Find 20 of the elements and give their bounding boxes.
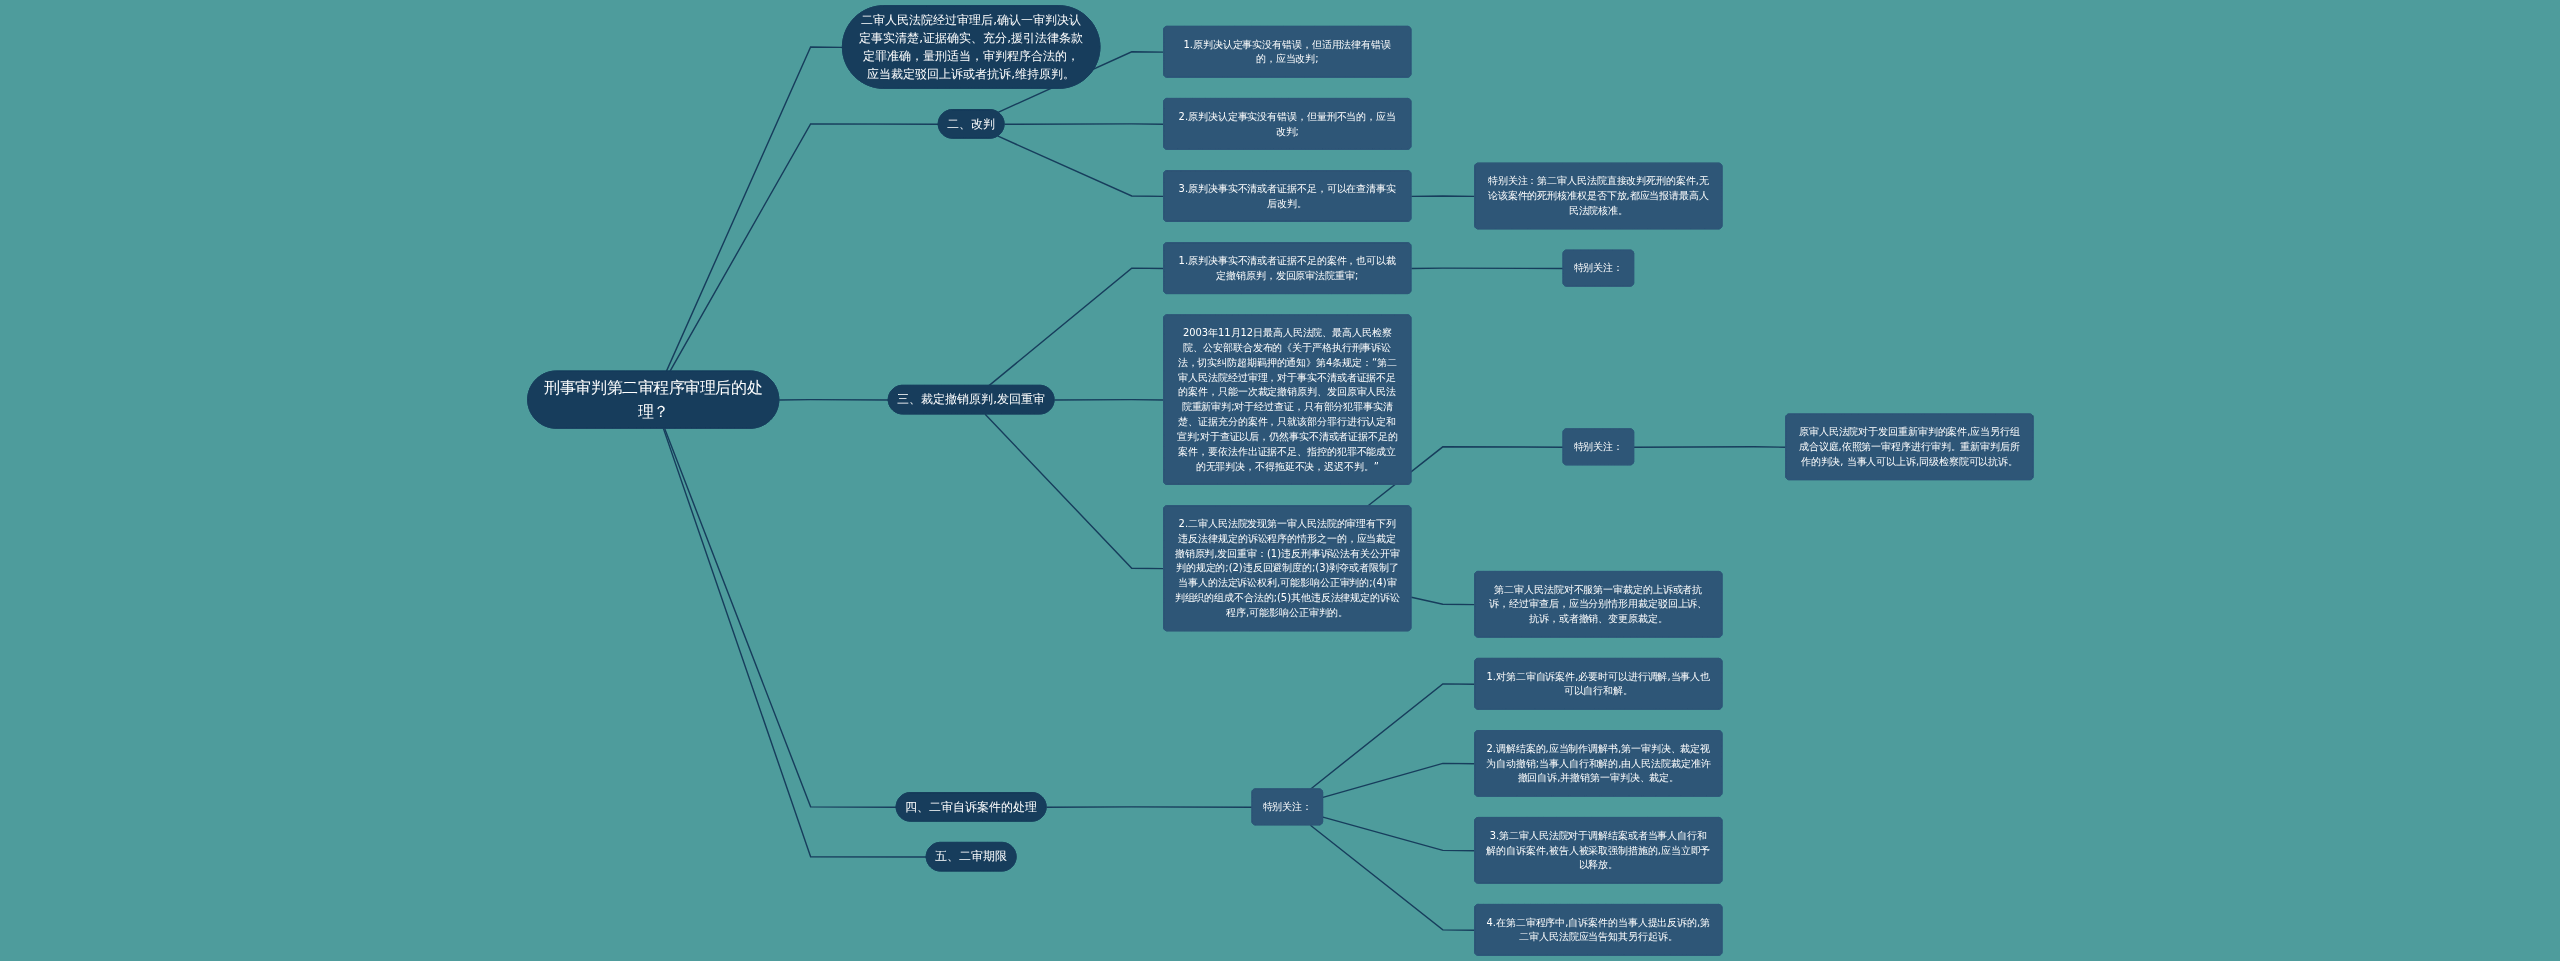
connector xyxy=(1410,596,1476,606)
connector xyxy=(1309,683,1476,790)
connector xyxy=(778,398,889,401)
connector xyxy=(1632,446,1787,448)
connector xyxy=(987,267,1165,387)
connector xyxy=(1410,267,1564,270)
connector xyxy=(1309,824,1476,931)
connector xyxy=(1321,816,1476,852)
connector xyxy=(984,413,1165,570)
connector xyxy=(662,427,927,858)
connector xyxy=(1321,762,1476,799)
connector xyxy=(668,123,939,373)
connector xyxy=(1045,806,1253,808)
connector xyxy=(996,135,1165,198)
connector xyxy=(663,427,897,808)
connector xyxy=(1366,446,1564,507)
connector xyxy=(665,46,844,373)
connector xyxy=(1003,123,1165,125)
connector xyxy=(1410,195,1476,198)
connector xyxy=(1053,398,1165,401)
